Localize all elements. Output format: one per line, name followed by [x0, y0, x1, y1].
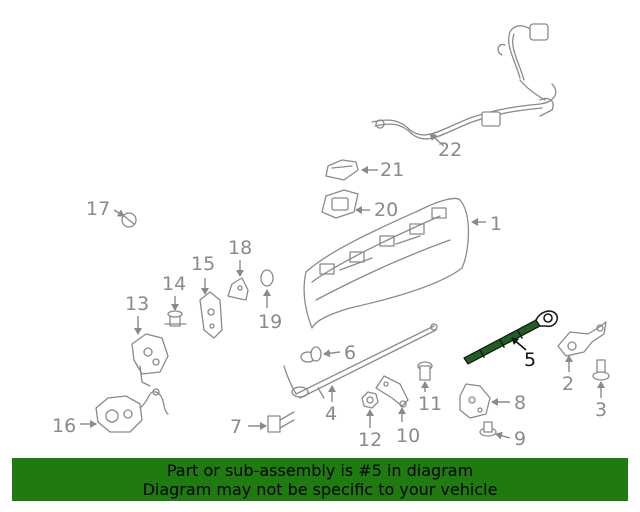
washer-19-part: [260, 269, 274, 287]
callout-21: 21: [380, 159, 404, 181]
callout-13: 13: [125, 293, 149, 315]
bolt-14-part: [164, 310, 187, 327]
banner-part-line: Part or sub-assembly is #5 in diagram: [166, 460, 474, 480]
tailgate-cap-part: [325, 159, 359, 181]
callout-11: 11: [418, 393, 442, 415]
callout-1: 1: [490, 213, 502, 235]
leader-lines: [80, 133, 605, 440]
callout-8: 8: [514, 392, 526, 414]
hinge-2-part: [557, 321, 607, 357]
support-rod-4-part: [283, 323, 438, 399]
callout-5: 5: [524, 349, 536, 371]
torsion-bar-5-part: [463, 310, 559, 365]
callout-14: 14: [162, 273, 186, 295]
wiring-harness-part: [371, 23, 557, 140]
callout-labels: 1 2 3 4 5 6 7 8 9 10 11 12 13 14 15 16 1…: [52, 139, 607, 451]
bolt-3-part: [592, 359, 610, 381]
callout-22: 22: [438, 139, 462, 161]
striker-plate-part: [199, 291, 223, 339]
callout-2: 2: [562, 373, 574, 395]
callout-20: 20: [374, 199, 398, 221]
callout-19: 19: [258, 311, 282, 333]
callout-12: 12: [358, 429, 382, 451]
banner-disclaimer-line: Diagram may not be specific to your vehi…: [142, 479, 498, 499]
handle-bezel-part: [321, 189, 359, 219]
callout-15: 15: [191, 253, 215, 275]
nut-12-part: [361, 391, 379, 409]
callout-18: 18: [228, 237, 252, 259]
callout-10: 10: [396, 425, 420, 447]
hinge-8-part: [459, 383, 491, 419]
bolt-11-part: [417, 361, 433, 381]
actuator-16-part: [95, 388, 169, 433]
bracket-10-part: [375, 375, 409, 408]
callout-4: 4: [325, 403, 337, 425]
push-pin-6-part: [300, 346, 322, 363]
parts-diagram: 1 2 3 4 5 6 7 8 9 10 11 12 13 14 15 16 1…: [52, 23, 610, 451]
callout-16: 16: [52, 415, 76, 437]
clip-part: [121, 212, 137, 228]
latch-assembly-13-part: [131, 333, 169, 387]
bolt-9-part: [479, 421, 497, 437]
bracket-18-part: [227, 277, 249, 301]
callout-9: 9: [514, 428, 526, 450]
info-banner: Part or sub-assembly is #5 in diagram Di…: [12, 458, 628, 501]
callout-6: 6: [344, 342, 356, 364]
callout-3: 3: [595, 399, 607, 421]
tailgate-panel-part: [303, 197, 470, 329]
callout-7: 7: [230, 416, 242, 438]
bolt-7-part: [267, 411, 295, 433]
callout-17: 17: [86, 198, 110, 220]
